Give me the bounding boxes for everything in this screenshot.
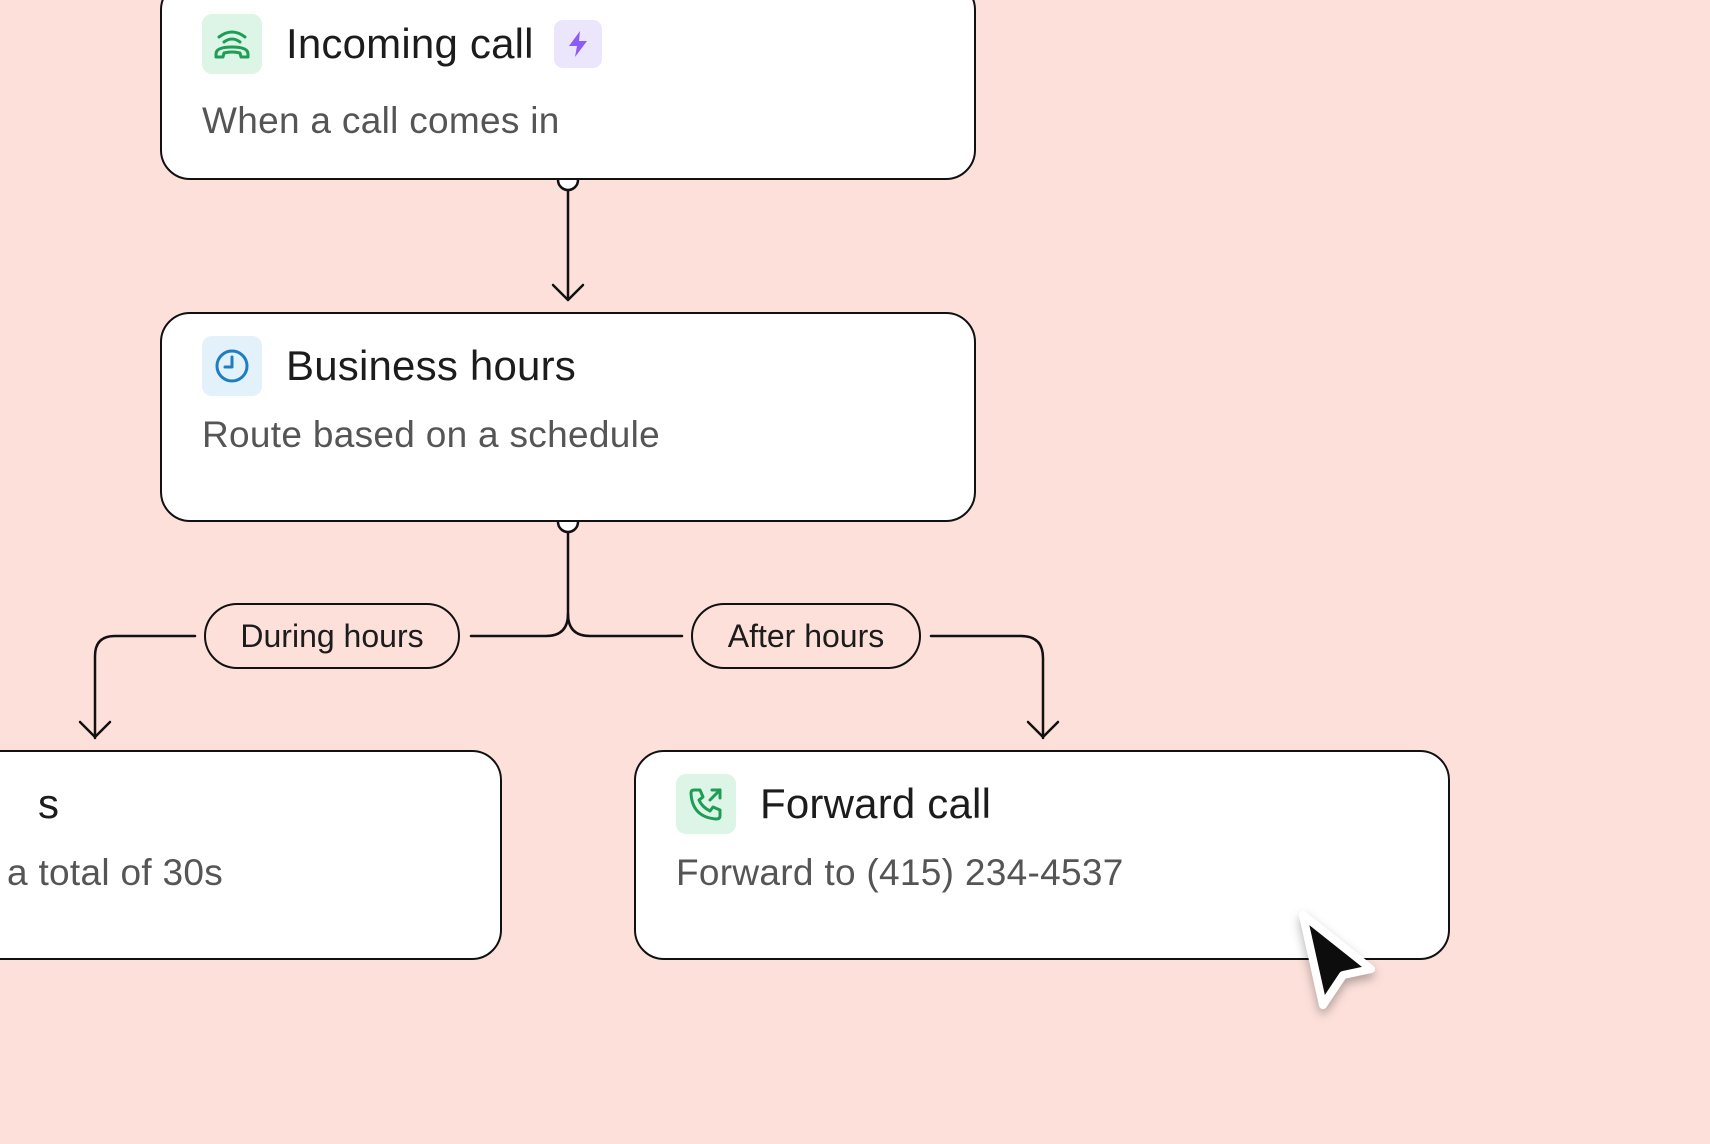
node-incoming-call[interactable]: Incoming call When a call comes in <box>160 0 976 180</box>
connector-arrowhead <box>1026 720 1060 739</box>
node-title: Forward call <box>760 780 992 827</box>
node-header: Forward call <box>676 774 991 834</box>
node-header: Business hours <box>202 336 576 396</box>
clock-icon <box>202 336 262 396</box>
branch-label-after-hours[interactable]: After hours <box>691 603 921 669</box>
node-title: s <box>38 780 60 827</box>
connector-branch-after <box>566 612 684 638</box>
node-business-hours[interactable]: Business hours Route based on a schedule <box>160 312 976 522</box>
phone-incoming-icon <box>202 14 262 74</box>
connector-branch-during <box>469 530 570 638</box>
node-subtitle: Forward to (415) 234-4537 <box>676 852 1124 893</box>
node-subtitle: Route based on a schedule <box>202 414 661 455</box>
connector-branch-after-out <box>929 634 1045 740</box>
phone-forward-icon <box>676 774 736 834</box>
node-header: Incoming call <box>202 14 602 74</box>
node-title: Business hours <box>286 342 576 389</box>
arrow-cursor-icon <box>1299 911 1375 1009</box>
node-subtitle: a total of 30s <box>7 852 224 893</box>
node-title: Incoming call <box>286 20 534 67</box>
branch-label-during-hours[interactable]: During hours <box>204 603 460 669</box>
node-ring-users[interactable]: s a total of 30s <box>0 750 502 960</box>
connector-branch-during-out <box>93 634 197 740</box>
node-header: s <box>0 774 59 834</box>
node-subtitle: When a call comes in <box>202 100 560 141</box>
connector-arrowhead <box>551 283 585 302</box>
connector-arrowhead <box>78 720 112 739</box>
lightning-bolt-icon <box>553 20 602 68</box>
